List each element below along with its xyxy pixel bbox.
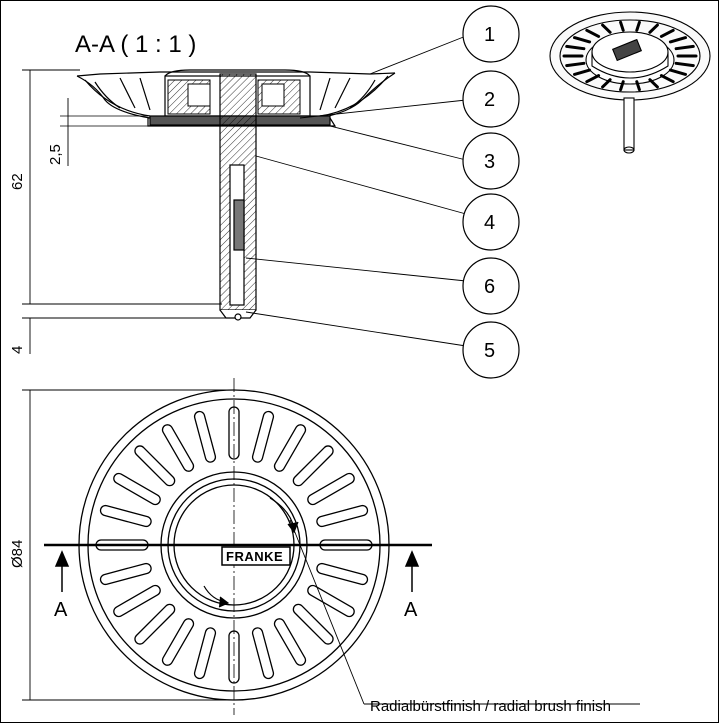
drain-slot (292, 603, 334, 645)
drain-slot (251, 410, 275, 463)
rotation-arrows (203, 497, 299, 608)
isometric-view (549, 11, 711, 154)
section-mark-left: A (54, 599, 68, 621)
iso-slot (573, 36, 592, 44)
callout-4-label: 4 (484, 212, 495, 234)
iso-slot (674, 61, 695, 68)
iso-slot (659, 28, 675, 38)
callout-5 (462, 321, 520, 379)
drain-slot (99, 504, 152, 528)
callout-2-label: 2 (484, 89, 495, 111)
iso-slot (619, 20, 625, 32)
drain-slot (134, 603, 176, 645)
brand-text: FRANKE (226, 549, 283, 564)
drain-slot (161, 618, 195, 666)
diameter-dimension (22, 389, 234, 701)
iso-slot (565, 44, 586, 51)
drain-slot (113, 584, 161, 618)
drain-slot (316, 504, 369, 528)
spindle (219, 73, 257, 321)
iso-slot (635, 80, 641, 92)
drain-slot (134, 445, 176, 487)
section-arrows (54, 550, 420, 592)
drain-slot (113, 472, 161, 506)
iso-slot (573, 68, 592, 76)
iso-slot (585, 74, 601, 84)
iso-slot (619, 80, 625, 92)
iso-slot (565, 61, 586, 68)
drain-slot (193, 410, 217, 463)
section-mark-right: A (404, 599, 418, 621)
callout-6-label: 6 (484, 276, 495, 298)
callout-6 (462, 257, 520, 315)
iso-slot (601, 78, 612, 89)
dim-pin-4: 4 (9, 346, 26, 354)
section-title: A-A ( 1 : 1 ) (75, 31, 196, 58)
iso-slot (659, 74, 675, 84)
iso-slot (648, 78, 659, 89)
drain-slot (161, 424, 195, 472)
drain-slot (307, 584, 355, 618)
dimension-lines (22, 69, 226, 354)
isometric-slots (562, 20, 698, 92)
callout-5-label: 5 (484, 340, 495, 362)
callout-2 (462, 70, 520, 128)
drain-slot (273, 618, 307, 666)
drain-slot (99, 562, 152, 586)
iso-slot (668, 68, 687, 76)
callout-4 (462, 193, 520, 251)
finish-leader (289, 519, 640, 705)
callout-3 (462, 132, 520, 190)
dim-diameter-84: Ø84 (9, 540, 26, 568)
iso-slot (648, 23, 659, 34)
iso-slot (585, 28, 601, 38)
leader-lines (245, 35, 467, 347)
drain-slot (251, 627, 275, 680)
iso-slot (601, 23, 612, 34)
drain-slot (193, 627, 217, 680)
callout-1 (462, 5, 520, 63)
drain-slot (292, 445, 334, 487)
drain-slot (307, 472, 355, 506)
drain-slot (316, 562, 369, 586)
callout-bubbles (462, 5, 520, 379)
iso-slot (674, 44, 695, 51)
brand-plate: FRANKE (221, 546, 291, 566)
cap-hatching (167, 79, 301, 115)
callout-3-label: 3 (484, 151, 495, 173)
iso-slot (668, 36, 687, 44)
drain-slot (273, 424, 307, 472)
iso-slot (635, 20, 641, 32)
callout-1-label: 1 (484, 24, 495, 46)
dim-height-62: 62 (9, 173, 26, 190)
dim-step-2-5: 2,5 (47, 144, 64, 165)
finish-note: Radialbürstfinish / radial brush finish (370, 698, 611, 715)
